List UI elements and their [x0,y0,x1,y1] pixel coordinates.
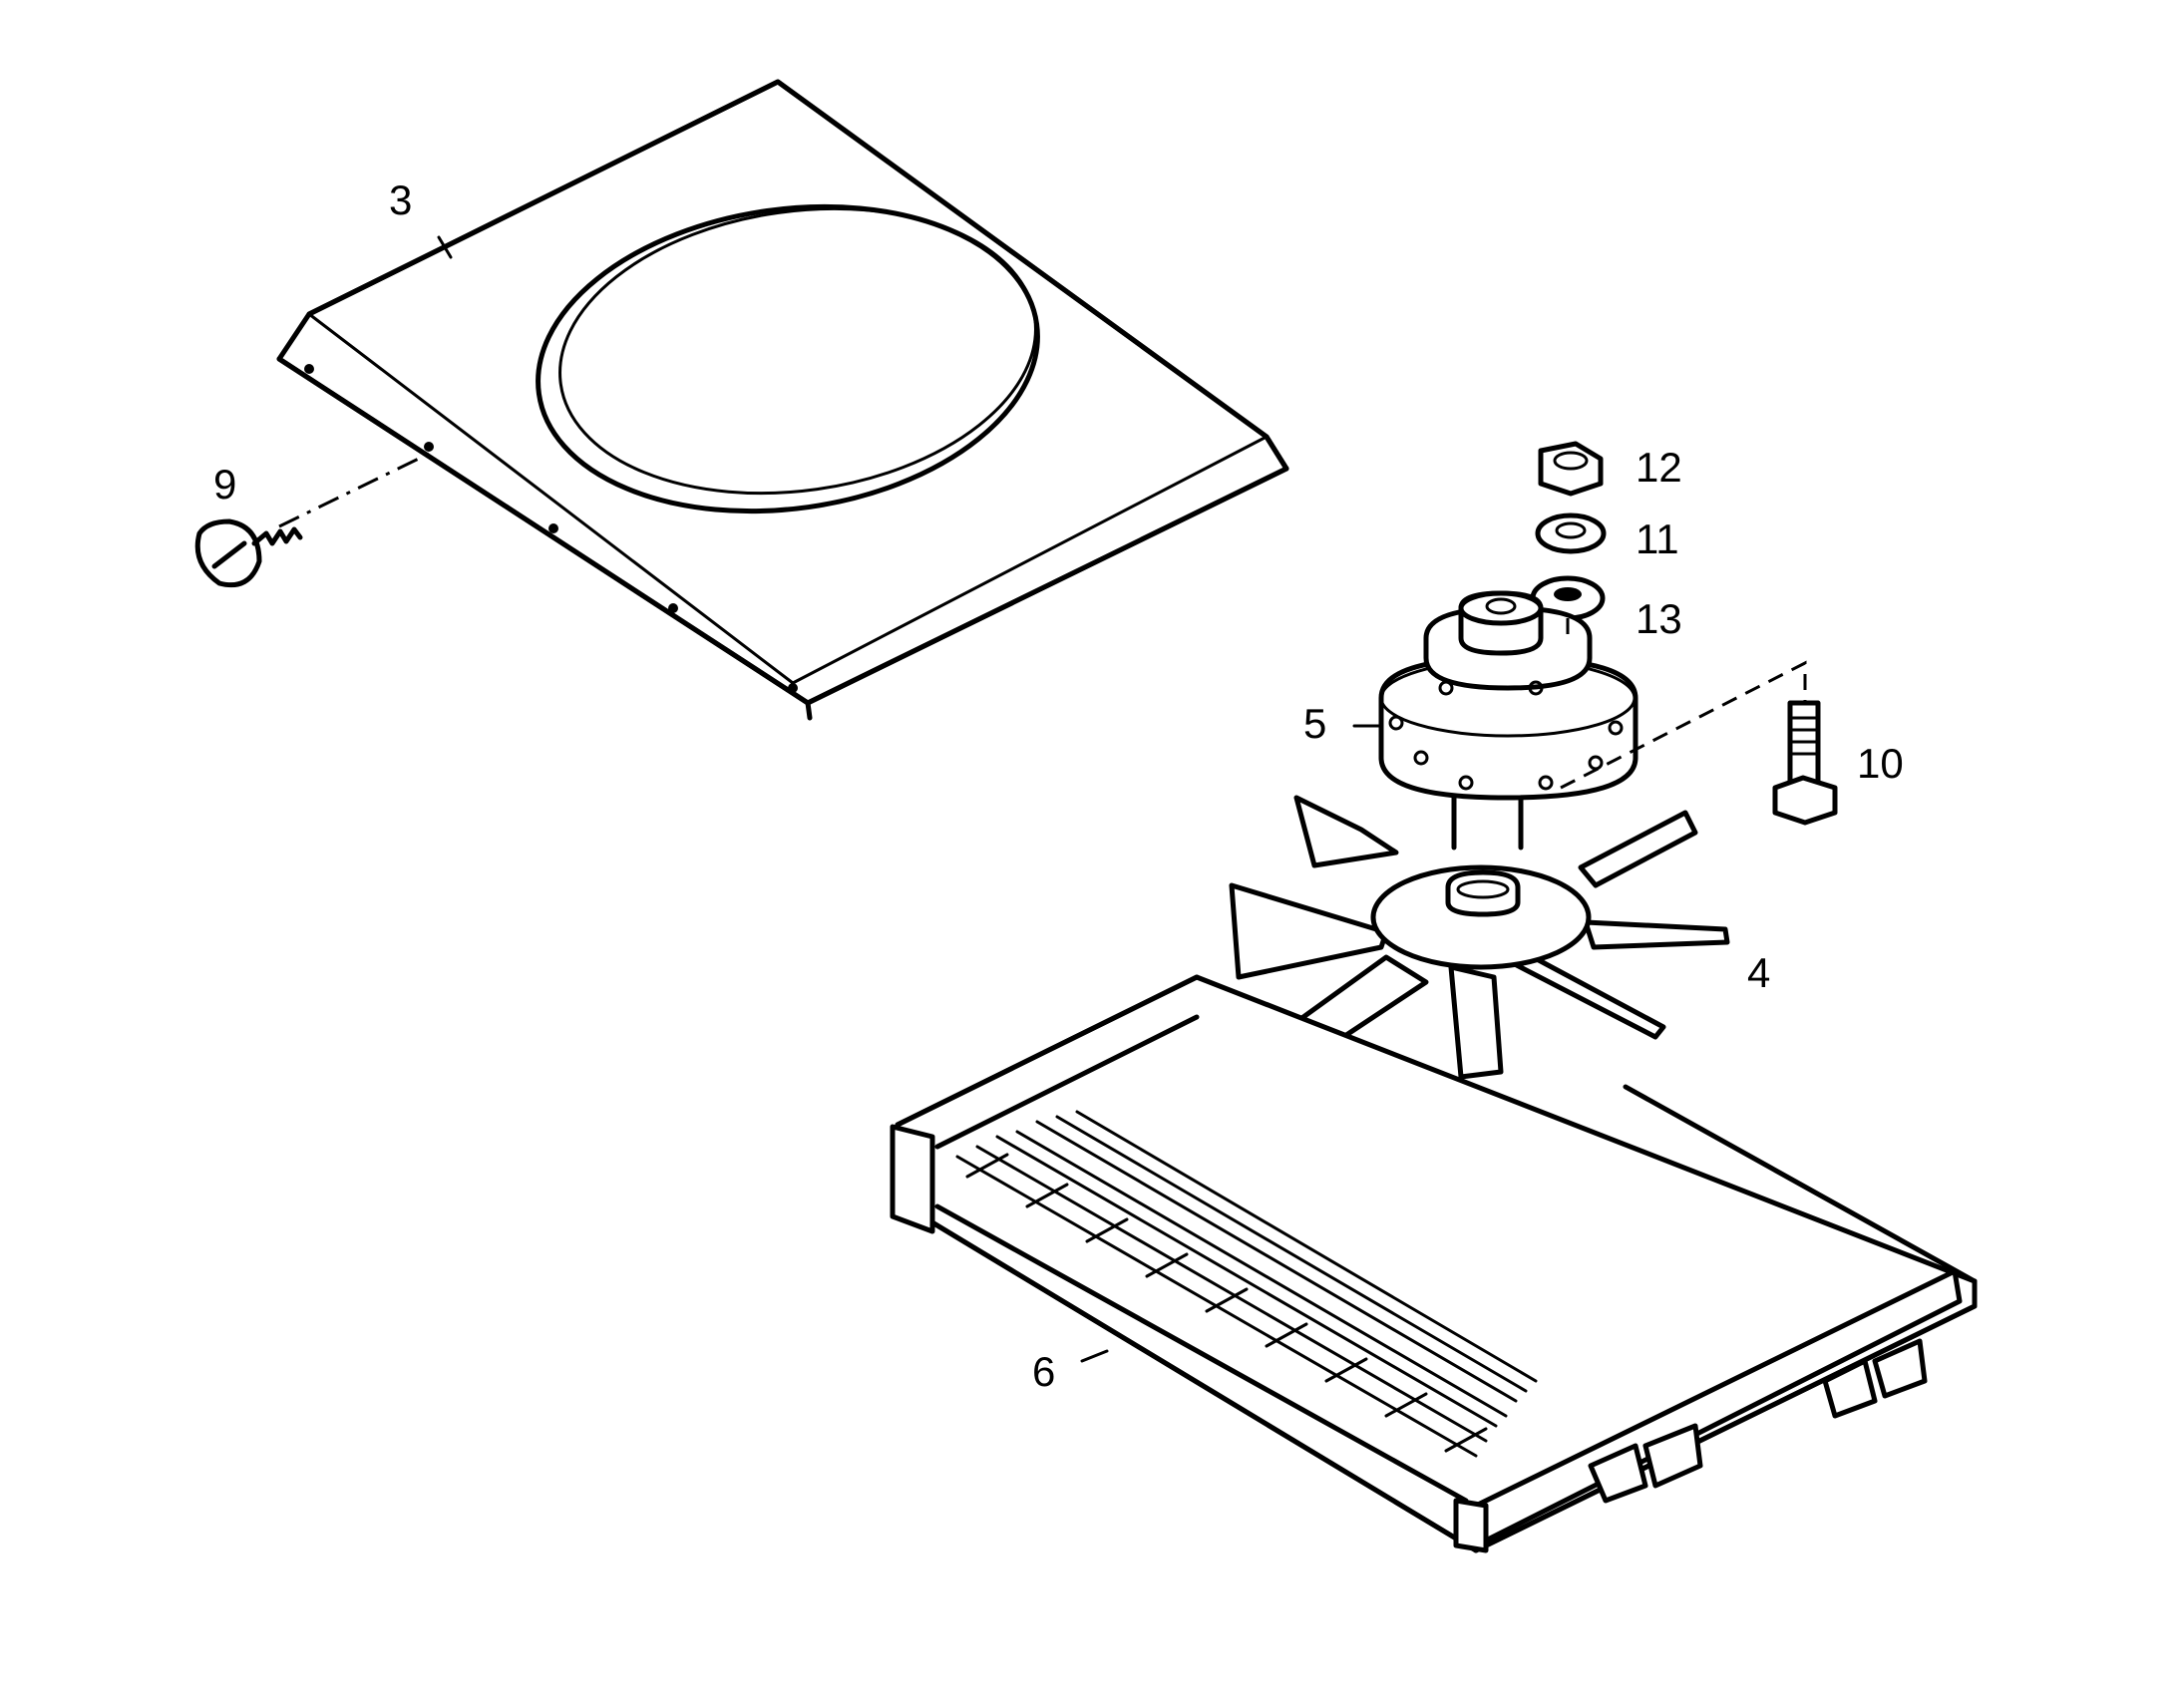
callout-5: 5 [1303,700,1326,747]
callout-9: 9 [213,461,236,508]
screw-part-9 [194,518,303,588]
nut-part-12 [1538,441,1604,497]
fan-hub-spacer [1378,590,1638,851]
fan-shroud-cover [276,79,1289,721]
bolt-part-10 [1772,700,1838,826]
radiator-core [890,974,1978,1553]
callout-6: 6 [1032,1348,1055,1395]
callout-13: 13 [1635,595,1682,642]
callout-3: 3 [389,176,412,223]
callout-12: 12 [1635,444,1682,491]
cooling-fan-blades [1229,795,1730,1080]
washer-part-11 [1535,512,1607,554]
radiator-fin-mesh [955,1110,1538,1458]
callout-10: 10 [1857,740,1904,787]
callout-11: 11 [1635,515,1679,562]
callout-4: 4 [1747,949,1770,996]
